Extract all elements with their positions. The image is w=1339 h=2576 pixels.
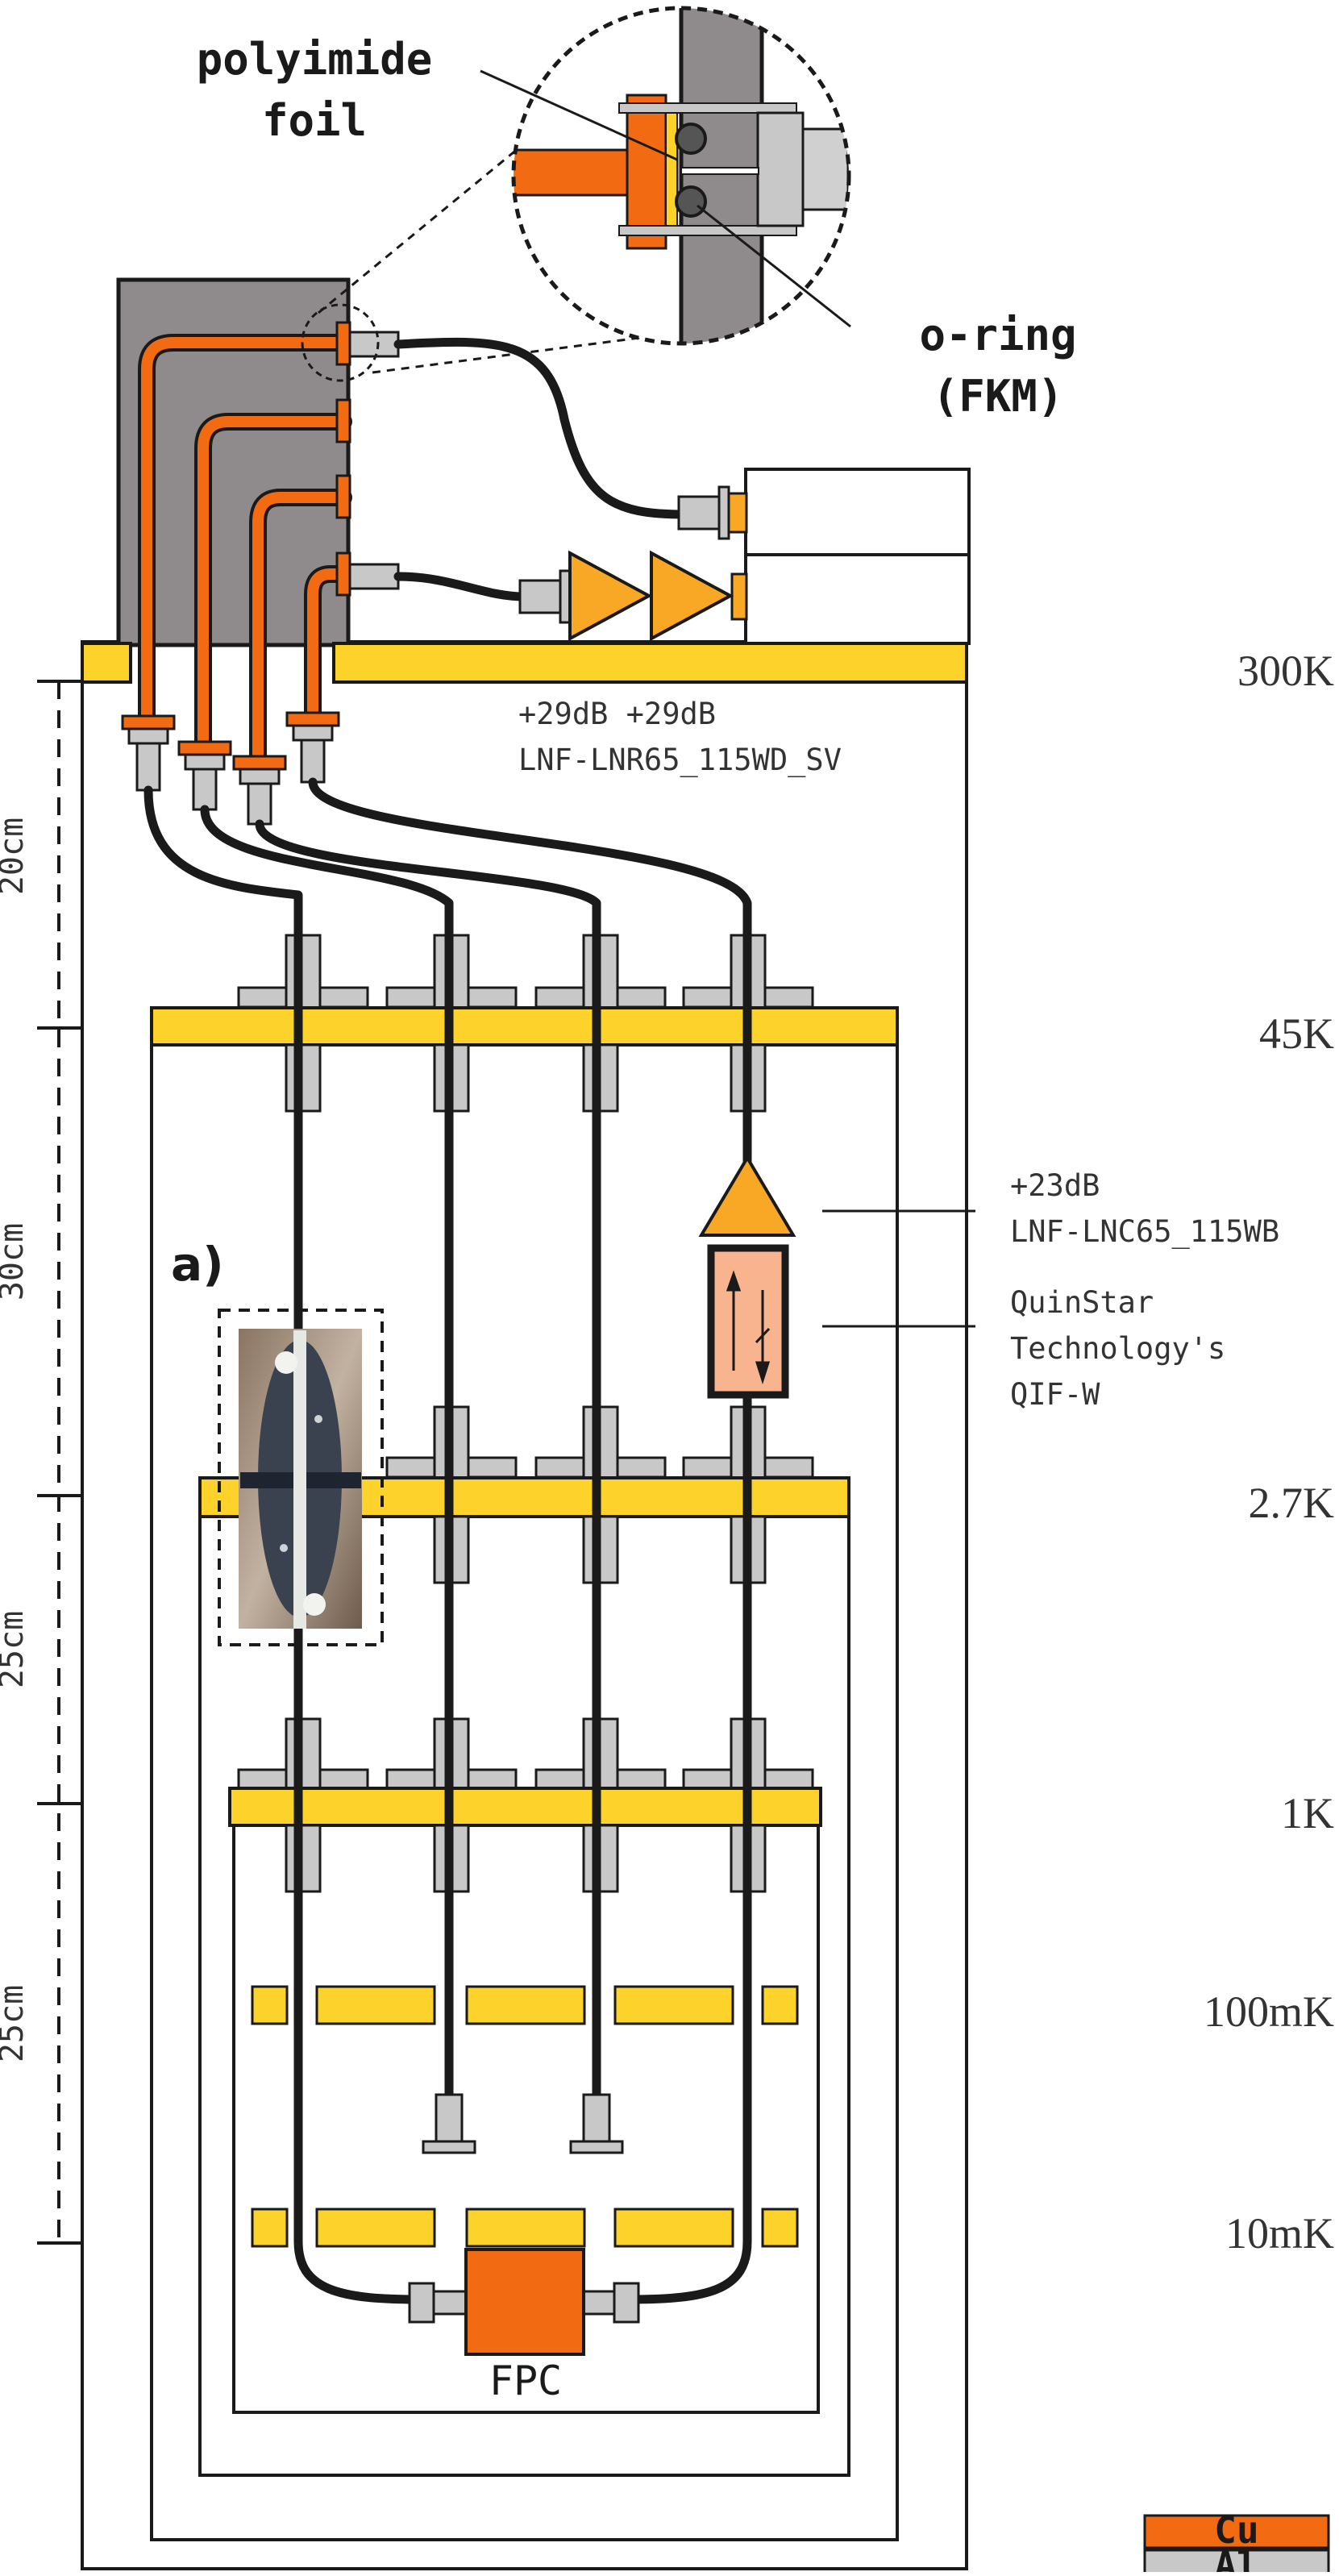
cable-overlay-2-7k <box>444 1407 752 1583</box>
polyimide-label-1: polyimide <box>197 34 433 85</box>
material-legend: Cu Al <box>1143 2508 1330 2576</box>
instrument-connectors <box>518 485 748 624</box>
zoom-detail <box>514 8 849 343</box>
temp-label-1k: 1K <box>1281 1789 1334 1837</box>
cable-overlay-1k <box>293 1719 752 1891</box>
temp-label-300k: 300K <box>1237 647 1334 695</box>
photo-thermalizer-image <box>239 1329 362 1629</box>
room-amp-model: LNF-LNR65_115WD_SV <box>518 743 842 778</box>
cable-overlay-45k <box>293 935 752 1111</box>
fpc-cavity <box>464 2248 585 2356</box>
plate-1k <box>228 1787 822 1827</box>
cryo-amp-gain: +23dB <box>1010 1168 1100 1203</box>
fpc-connectors <box>408 2282 640 2324</box>
panel-label-a: a) <box>171 1237 224 1292</box>
polyimide-label-2: foil <box>262 95 367 146</box>
thermalizers-1k-lower <box>285 1824 767 1893</box>
cryo-amplifier <box>698 1155 796 1237</box>
dimension-label-2: 30cm <box>0 1223 31 1300</box>
plate-10mk <box>251 2208 799 2248</box>
isolator-arrows-icon <box>726 1270 771 1384</box>
room-temp-cables <box>393 337 690 601</box>
dimension-label-1: 20cm <box>0 818 31 895</box>
isolator-label-1: QuinStar <box>1010 1285 1154 1320</box>
temp-label-10mk: 10mK <box>1225 2209 1334 2258</box>
room-amplifier-2 <box>650 550 734 642</box>
dimension-label-3: 25cm <box>0 1611 31 1688</box>
plate-45k <box>150 1006 899 1047</box>
temp-label-100mk: 100mK <box>1204 1987 1334 2036</box>
legend-label-cu: Cu <box>1214 2508 1258 2552</box>
isolator <box>707 1244 789 1399</box>
instrument-box-top <box>744 468 971 556</box>
room-amp-gain: +29dB +29dB <box>518 697 716 731</box>
oring-label-1: o-ring <box>919 310 1076 360</box>
photo-inset-frame <box>218 1309 384 1646</box>
legend-swatch-cu <box>1143 2514 1330 2549</box>
cryo-amp-model: LNF-LNC65_115WB <box>1010 1214 1279 1250</box>
fpc-label: FPC <box>489 2358 562 2404</box>
plate-100mk <box>251 1985 799 2025</box>
instrument-box-bottom <box>744 553 971 645</box>
plate-300k-left <box>81 642 132 684</box>
oring-label-2: (FKM) <box>933 371 1064 422</box>
temp-label-45k: 45K <box>1259 1009 1334 1058</box>
coax-cables <box>143 777 752 2304</box>
legend-label-al: Al <box>1214 2544 1258 2572</box>
box-feedthroughs <box>335 321 400 597</box>
thermalizers-45k-lower <box>285 1043 767 1113</box>
o-ring-bottom <box>675 185 707 218</box>
copper-lines-box <box>138 334 352 767</box>
plate-300k-right <box>332 642 968 684</box>
temp-label-2-7k: 2.7K <box>1249 1479 1335 1527</box>
dimension-label-4: 25cm <box>0 1985 31 2062</box>
bulkhead-connectors <box>121 711 340 826</box>
zoom-circle-outline <box>511 6 851 346</box>
dimension-bar <box>37 680 81 2245</box>
zoom-source-circle <box>301 303 380 382</box>
cable-terminations <box>422 2093 624 2154</box>
isolator-label-2: Technology's <box>1010 1331 1225 1366</box>
o-ring-top <box>675 123 707 155</box>
isolator-label-3: QIF-W <box>1010 1377 1100 1412</box>
room-amplifier-1 <box>568 550 653 642</box>
